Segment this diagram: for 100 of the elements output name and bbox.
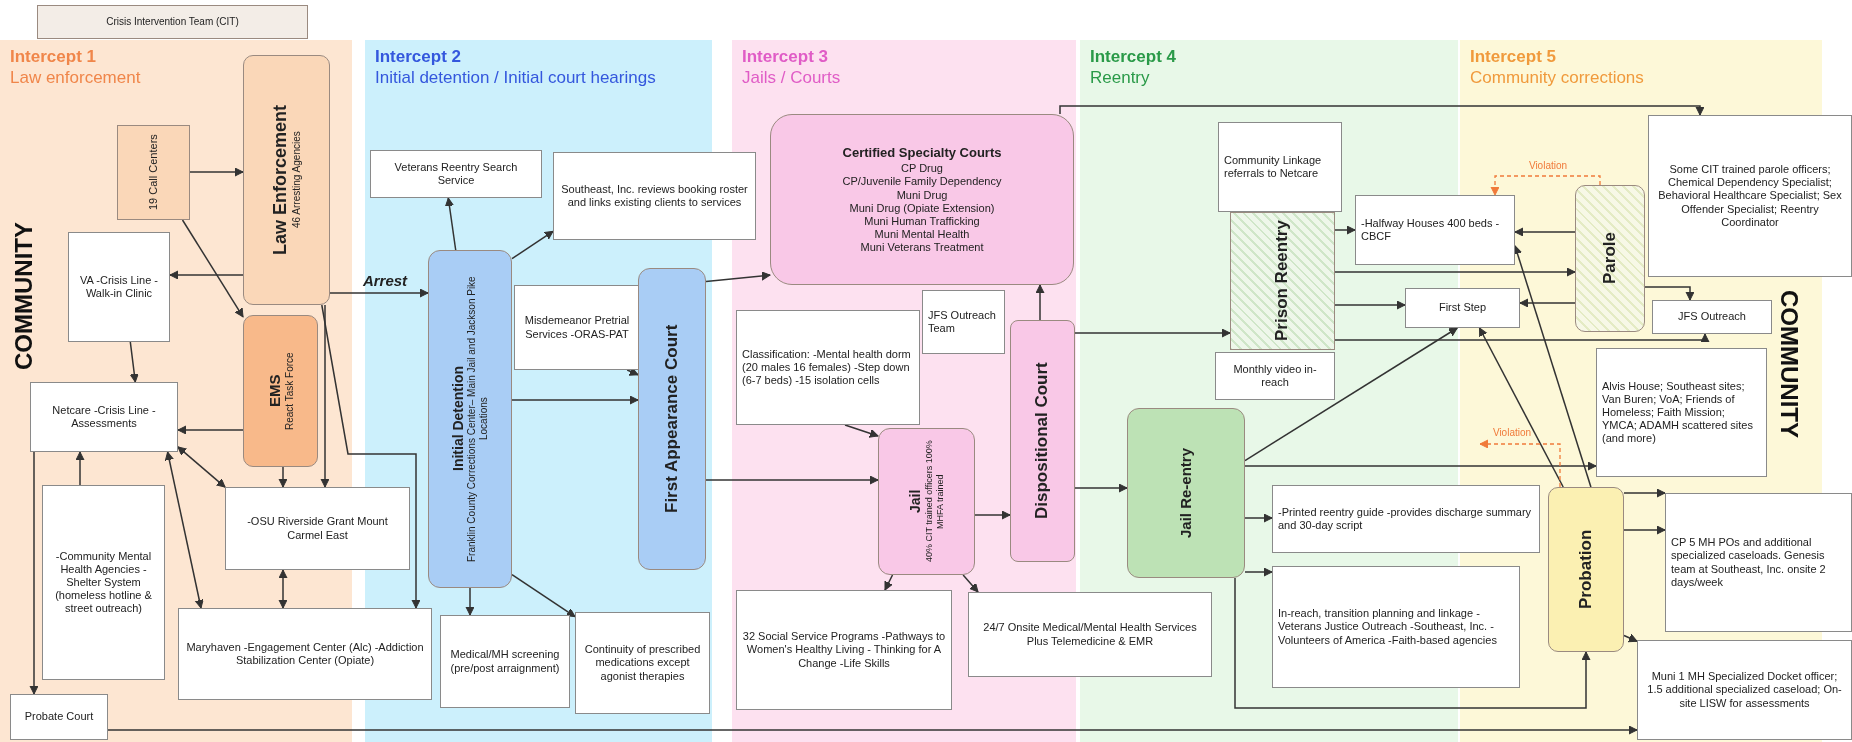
- box-text: -Community Mental Health Agencies -Shelter System (homeless hotline & street outreach): [54, 549, 153, 616]
- box-text: Crisis Intervention Team (CIT): [106, 16, 239, 28]
- arrow: [181, 219, 244, 318]
- arrow: [75, 451, 85, 486]
- box-text: Law Enforcement: [269, 105, 291, 255]
- intercept-subtitle: Initial detention / Initial court hearings: [375, 67, 657, 89]
- service-box: [68, 232, 170, 342]
- service-box: [736, 310, 920, 425]
- arrow: [511, 230, 554, 260]
- arrow: [1244, 513, 1273, 523]
- arrow: [705, 271, 771, 283]
- box-text: First Appearance Court: [661, 324, 682, 514]
- court-box: [638, 268, 706, 570]
- service-box: [370, 150, 542, 198]
- intercept-subtitle: Law enforcement: [10, 67, 142, 89]
- arrow: [29, 451, 39, 695]
- box-text: Prison Reentry: [1272, 220, 1293, 342]
- arrow: [1623, 525, 1666, 535]
- box-text: Community Linkage referrals to Netcare: [1224, 153, 1323, 181]
- service-box: [968, 592, 1212, 677]
- box-text: Some CIT trained parole officers; Chemical Dependency Specialist; Behavioral Healthcare Specialist; Sex Offender Specialist; Reentry Coordinator: [1657, 163, 1843, 229]
- arrow: [1478, 327, 1564, 488]
- box-subtext: Muni Veterans Treatment: [860, 241, 984, 255]
- service-box: [178, 608, 432, 700]
- edge-label: Arrest: [362, 271, 408, 289]
- arrow: [1035, 284, 1045, 321]
- arrow: [962, 574, 979, 593]
- detention-box: [428, 250, 512, 588]
- service-box: [1272, 566, 1520, 688]
- box-text: Jail: [907, 489, 925, 514]
- box-text: Classification: -Mental health dorm (20 males 16 females) -Step down (6-7 beds) -15 isolation cells: [742, 347, 912, 388]
- arrow: [1244, 567, 1273, 577]
- service-box: [1665, 493, 1852, 632]
- edge-label: Violation: [1528, 159, 1568, 171]
- box-subtext: Muni Drug: [896, 188, 948, 202]
- arrow: [278, 569, 288, 609]
- box-text: Probate Court: [24, 710, 94, 724]
- arrow: [1514, 227, 1576, 237]
- intercept-title: Intercept 4: [1090, 46, 1177, 68]
- intercept-subtitle: Reentry: [1090, 67, 1151, 89]
- intercept-title: Intercept 5: [1470, 46, 1557, 68]
- box-text: Maryhaven -Engagement Center (Alc) -Addiction Stabilization Center (Opiate): [185, 640, 425, 668]
- box-text: 24/7 Onsite Medical/Mental Health Services Plus Telemedicine & EMR: [982, 621, 1198, 648]
- arrow: [465, 587, 475, 616]
- arrow: [844, 424, 879, 438]
- box-text: -Halfway Houses 400 beds -CBCF: [1361, 216, 1501, 244]
- service-box: [553, 152, 756, 240]
- box-text: Netcare -Crisis Line -Assessments: [51, 403, 157, 431]
- box-text: Veterans Reentry Search Service: [393, 160, 519, 188]
- box-subtext: CP/Juvenile Family Dependency: [842, 175, 1002, 189]
- box-text: Certified Specialty Courts: [842, 144, 1002, 161]
- box-text: Misdemeanor Pretrial Services -ORAS-PAT: [523, 314, 631, 341]
- arrow: [1513, 245, 1592, 488]
- service-box: [1637, 640, 1852, 740]
- arrow: [1059, 105, 1705, 116]
- arrow: [129, 341, 139, 383]
- box-subtext: Franklin County Corrections Center– Main Jail and Jackson Pike Locations: [466, 275, 491, 564]
- arrow: [177, 425, 244, 435]
- intercept-title: Intercept 2: [375, 46, 462, 68]
- agency-box: [243, 55, 330, 305]
- arrow: [1074, 483, 1128, 493]
- arrow: [189, 167, 244, 177]
- arrow: [1074, 328, 1231, 338]
- court-box: [1010, 320, 1075, 562]
- court-box: [770, 114, 1074, 285]
- service-box: [575, 612, 710, 714]
- service-box: [1405, 288, 1520, 328]
- service-box: [922, 290, 1005, 354]
- intercept-subtitle: Community corrections: [1470, 67, 1645, 89]
- box-text: Probation: [1575, 529, 1596, 610]
- intercept-title: Intercept 3: [742, 46, 829, 68]
- service-box: [10, 694, 108, 740]
- box-text: EMS: [265, 374, 284, 408]
- box-subtext: Muni Human Trafficking: [864, 214, 980, 229]
- arrow: [1334, 333, 1710, 343]
- call-center-box: [117, 125, 190, 220]
- service-box: [1355, 195, 1515, 265]
- arrow: [1334, 300, 1406, 310]
- box-text: Parole: [1599, 232, 1620, 285]
- arrow: [511, 395, 639, 405]
- arrow: [329, 288, 429, 298]
- arrow: [1234, 577, 1591, 709]
- box-text: Initial Detention: [449, 366, 467, 472]
- box-subtext: 40% CIT trained officers 100% MHFA trained: [924, 439, 946, 565]
- arrow: [1244, 327, 1458, 462]
- arrow: [107, 725, 1638, 735]
- side-label: COMMUNITY: [1775, 290, 1803, 440]
- arrow: [1623, 488, 1666, 498]
- arrow: [626, 367, 639, 376]
- box-text: JFS Outreach Team: [928, 308, 997, 336]
- box-text: Continuity of prescribed medications except agonist therapies: [583, 643, 702, 683]
- arrow: [884, 574, 894, 591]
- arrow: [511, 573, 576, 618]
- box-text: -Printed reentry guide -provides discharge summary and 30-day script: [1278, 505, 1533, 533]
- service-box: [1648, 115, 1852, 277]
- box-text: Monthly video in-reach: [1232, 362, 1318, 390]
- box-text: Muni 1 MH Specialized Docket officer; 1.5 additional specialized caseload; On-site LISW for assessments: [1646, 670, 1843, 710]
- arrow: [169, 270, 244, 280]
- service-box: [42, 485, 165, 680]
- probation-box: [1548, 487, 1624, 652]
